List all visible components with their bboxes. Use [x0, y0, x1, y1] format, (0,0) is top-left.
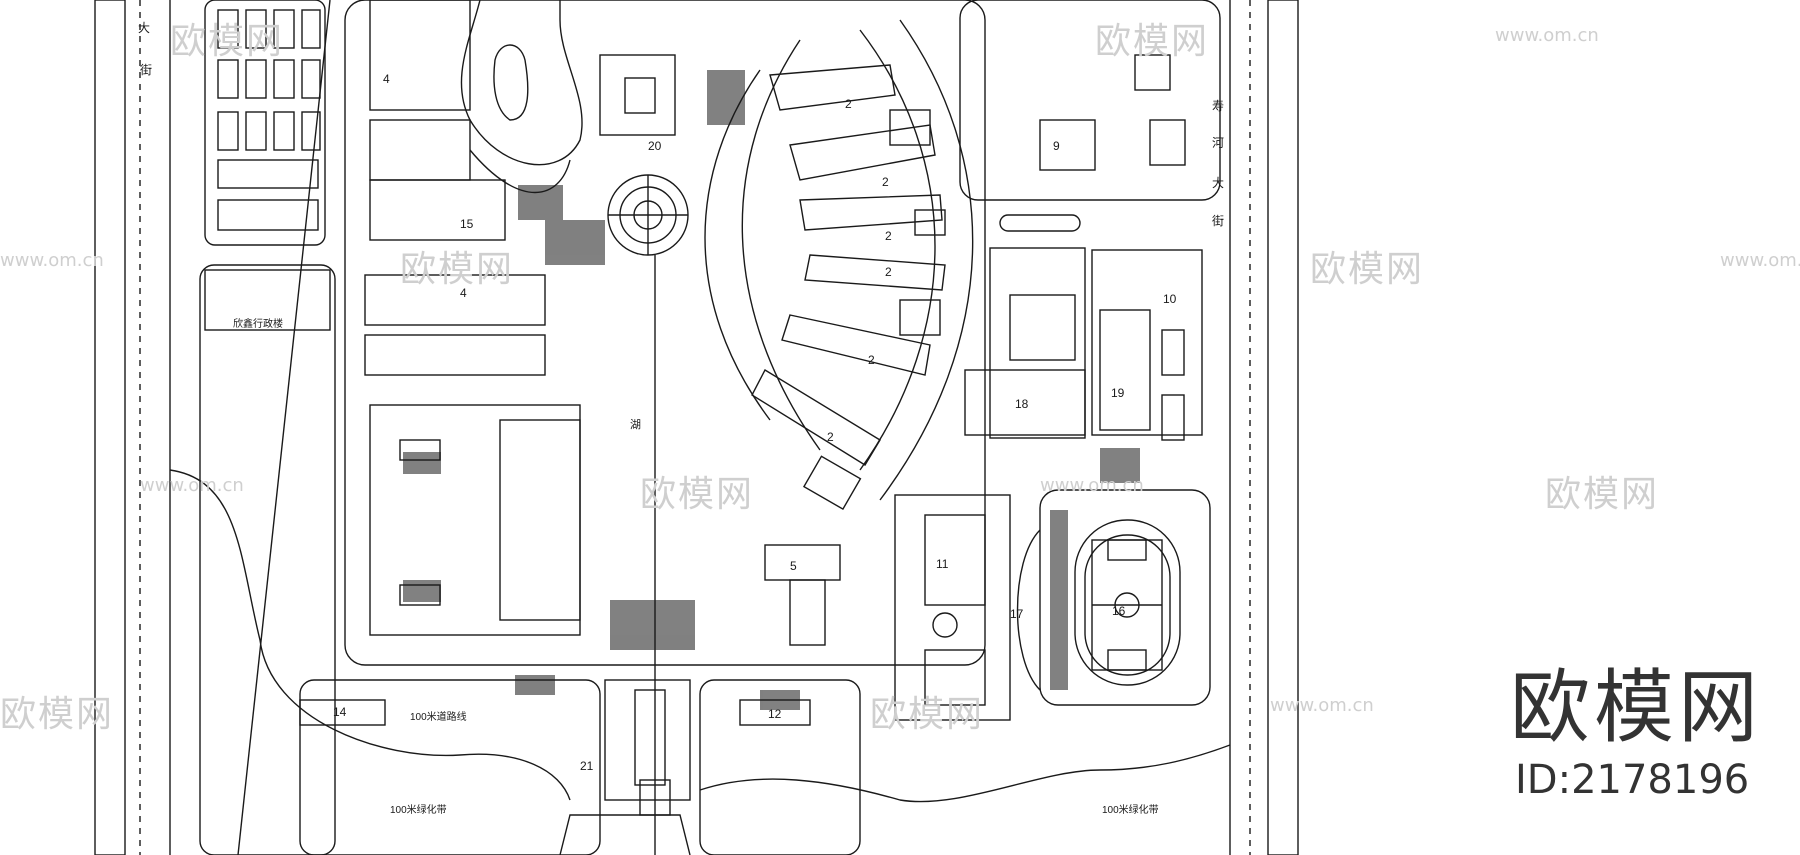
- greenbelt-label: 100米绿化带: [390, 803, 447, 816]
- building-number: 9: [1053, 139, 1060, 153]
- building-number: 4: [460, 286, 467, 300]
- court-grid-left: [217, 9, 321, 231]
- building-number: 11: [936, 557, 949, 571]
- building-number: 14: [333, 705, 347, 719]
- building-number: 12: [768, 707, 782, 721]
- building-number: 21: [580, 759, 594, 773]
- building-number: 16: [1112, 604, 1126, 618]
- building-number: 2: [885, 265, 892, 279]
- greenbelt-label: 100米绿化带: [1102, 803, 1159, 816]
- building-number: 19: [1111, 386, 1125, 400]
- crescent-wings: [751, 64, 946, 511]
- building-number: 2: [885, 229, 892, 243]
- road-line-label: 100米道路线: [410, 710, 467, 723]
- road-label-char: 大: [1212, 176, 1224, 190]
- model-id-label: ID:2178196: [1515, 757, 1750, 803]
- building-number: 17: [1010, 607, 1024, 621]
- brand-logo-text: 欧模网: [1510, 661, 1762, 754]
- building-number: 5: [790, 559, 797, 573]
- building-number: 2: [827, 430, 834, 444]
- admin-building-label: 欣鑫行政楼: [233, 317, 283, 330]
- road-label-char: 大: [138, 21, 150, 35]
- building-number: 4: [383, 72, 390, 86]
- road-label-char: 街: [140, 63, 152, 77]
- building-number: 2: [845, 97, 852, 111]
- building-number: 15: [460, 217, 474, 231]
- plan-linework: [94, 0, 1299, 855]
- building-number: 2: [868, 353, 875, 367]
- lake-label: 湖: [630, 418, 641, 431]
- building-number: 18: [1015, 397, 1029, 411]
- road-label-char: 河: [1212, 136, 1224, 150]
- building-number: 20: [648, 139, 662, 153]
- road-label-char: 街: [1212, 214, 1224, 228]
- road-label-char: 寿: [1212, 99, 1224, 113]
- building-number: 10: [1163, 292, 1177, 306]
- hatch-fills: [403, 70, 1140, 710]
- building-number: 2: [882, 175, 889, 189]
- plan-labels: 大 街 寿 河 大 街 4 4 15 20 2 2 2 2 2 2 9 10 1…: [138, 21, 1224, 816]
